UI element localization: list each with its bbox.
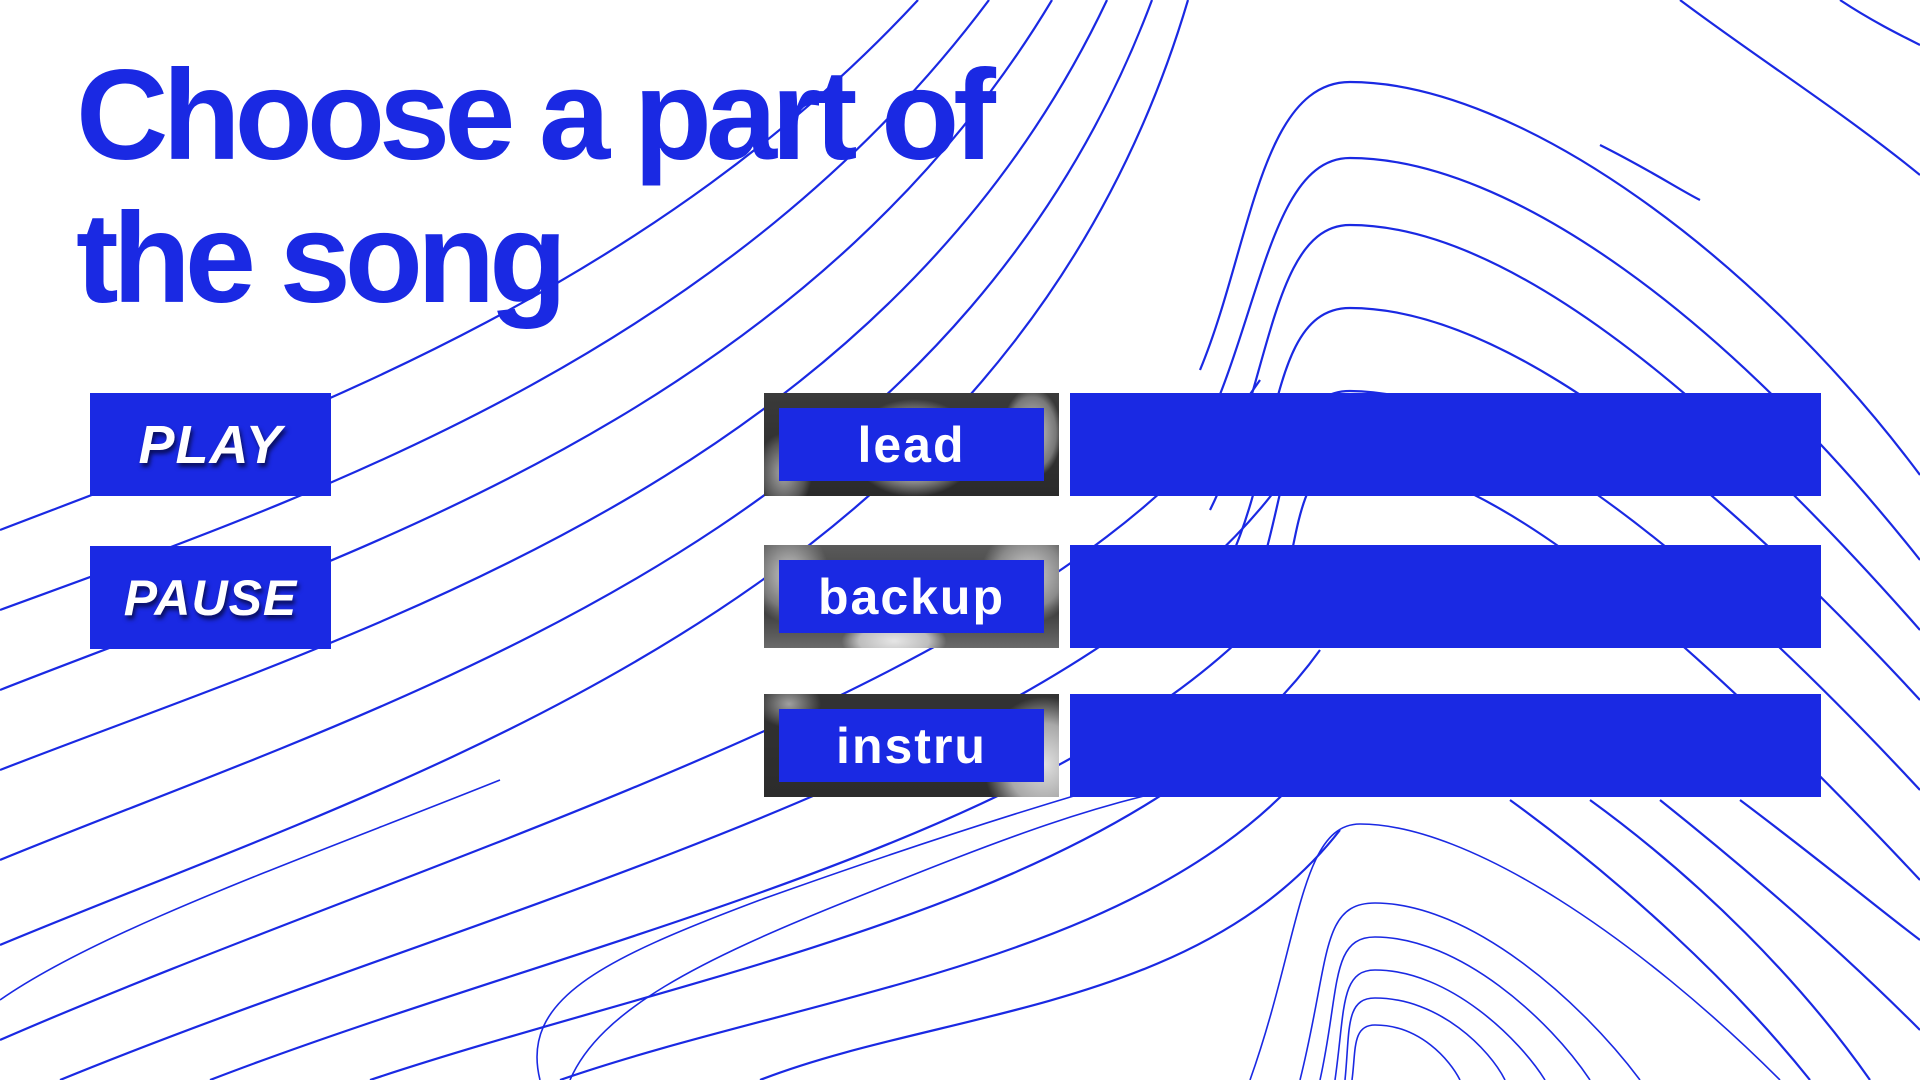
part-track-bar-instru[interactable] bbox=[1070, 694, 1821, 797]
part-track-bar-backup[interactable] bbox=[1070, 545, 1821, 648]
part-label-box: instru bbox=[779, 709, 1044, 782]
play-button[interactable]: PLAY bbox=[90, 393, 331, 496]
page-title-line-1: Choose a part of bbox=[76, 44, 996, 187]
pause-button-label: PAUSE bbox=[123, 569, 298, 626]
play-button-label: PLAY bbox=[138, 414, 283, 475]
part-row-backup: backup bbox=[764, 545, 1821, 648]
part-label: instru bbox=[836, 717, 987, 774]
part-row-instru: instru bbox=[764, 694, 1821, 797]
part-button-backup[interactable]: backup bbox=[764, 545, 1059, 648]
part-label: backup bbox=[817, 568, 1006, 625]
page-title: Choose a part of the song bbox=[76, 44, 996, 330]
part-track-bar-lead[interactable] bbox=[1070, 393, 1821, 496]
page-title-line-2: the song bbox=[76, 187, 567, 330]
part-label: lead bbox=[857, 416, 966, 473]
pause-button[interactable]: PAUSE bbox=[90, 546, 331, 649]
part-row-lead: lead bbox=[764, 393, 1821, 496]
part-label-box: lead bbox=[779, 408, 1044, 481]
part-button-lead[interactable]: lead bbox=[764, 393, 1059, 496]
part-button-instru[interactable]: instru bbox=[764, 694, 1059, 797]
part-label-box: backup bbox=[779, 560, 1044, 633]
